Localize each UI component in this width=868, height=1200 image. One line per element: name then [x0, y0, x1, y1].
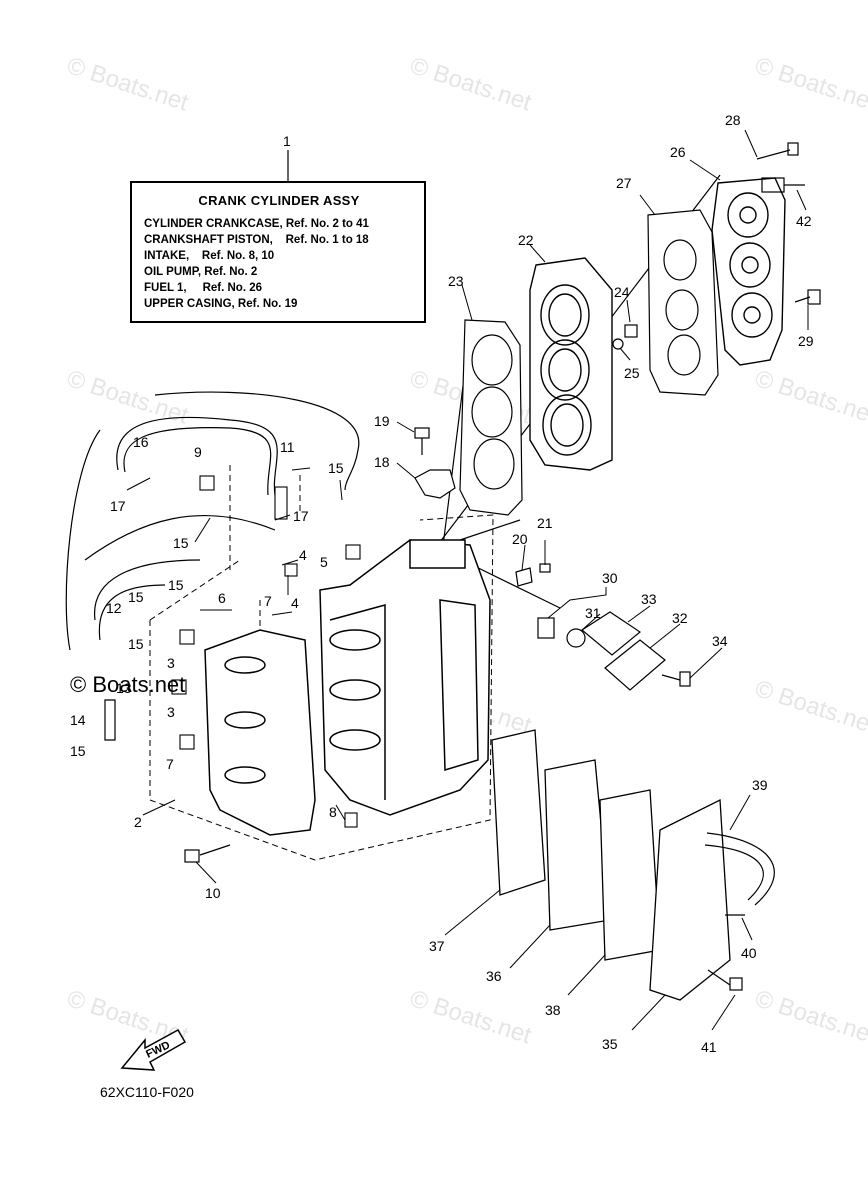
part-callout-29[interactable]: 29	[798, 333, 814, 349]
part-callout-16[interactable]: 16	[133, 434, 149, 450]
part-callout-3[interactable]: 3	[167, 704, 175, 720]
part-callout-15[interactable]: 15	[128, 636, 144, 652]
bolt-part	[184, 844, 231, 863]
part-callout-17[interactable]: 17	[110, 498, 126, 514]
part-callout-32[interactable]: 32	[672, 610, 688, 626]
part-callout-24[interactable]: 24	[614, 284, 630, 300]
part-callout-15[interactable]: 15	[70, 743, 86, 759]
part-callout-42[interactable]: 42	[796, 213, 812, 229]
part-callout-27[interactable]: 27	[616, 175, 632, 191]
reference-line: FUEL 1, Ref. No. 26	[144, 282, 263, 294]
part-callout-2[interactable]: 2	[134, 814, 142, 830]
part-callout-39[interactable]: 39	[752, 777, 768, 793]
part-callout-10[interactable]: 10	[205, 885, 221, 901]
crankcase-block-part	[319, 539, 491, 816]
part-callout-15[interactable]: 15	[128, 589, 144, 605]
crankcase-cover-part	[204, 629, 316, 836]
part-callout-35[interactable]: 35	[602, 1036, 618, 1052]
exhaust-cover-parts	[491, 729, 745, 1001]
part-callout-22[interactable]: 22	[518, 232, 534, 248]
part-callout-40[interactable]: 40	[741, 945, 757, 961]
part-callout-25[interactable]: 25	[624, 365, 640, 381]
clamp-part	[414, 469, 456, 499]
part-callout-4[interactable]: 4	[291, 595, 299, 611]
fwd-arrow-icon	[120, 1028, 187, 1071]
part-callout-18[interactable]: 18	[374, 454, 390, 470]
part-callout-28[interactable]: 28	[725, 112, 741, 128]
spark-plug-part	[761, 177, 805, 193]
part-callout-36[interactable]: 36	[486, 968, 502, 984]
reference-info-box: CRANK CYLINDER ASSY CYLINDER CRANKCASE, …	[130, 181, 426, 323]
part-callout-7[interactable]: 7	[264, 593, 272, 609]
part-callout-12[interactable]: 12	[106, 600, 122, 616]
part-callout-31[interactable]: 31	[585, 605, 601, 621]
part-callout-11[interactable]: 11	[280, 439, 295, 455]
part-callout-6[interactable]: 6	[218, 590, 226, 606]
part-callout-26[interactable]: 26	[670, 144, 686, 160]
cylinder-block-top-part	[529, 257, 613, 471]
part-callout-23[interactable]: 23	[448, 273, 464, 289]
part-callout-3[interactable]: 3	[167, 655, 175, 671]
part-callout-41[interactable]: 41	[701, 1039, 717, 1055]
part-callout-17[interactable]: 17	[293, 508, 309, 524]
reference-line: CRANKSHAFT PISTON, Ref. No. 1 to 18	[144, 234, 369, 246]
bolt-part	[794, 289, 821, 305]
part-callout-14[interactable]: 14	[70, 712, 86, 728]
water-hose-part	[704, 832, 775, 906]
cylinder-gasket-part	[459, 319, 523, 516]
part-callout-15[interactable]: 15	[168, 577, 184, 593]
part-callout-34[interactable]: 34	[712, 633, 728, 649]
thermostat-parts	[515, 563, 691, 691]
part-callout-8[interactable]: 8	[329, 804, 337, 820]
assembly-title: CRANK CYLINDER ASSY	[198, 193, 360, 208]
cylinder-head-part	[711, 177, 786, 366]
reference-line: CYLINDER CRANKCASE, Ref. No. 2 to 41	[144, 218, 369, 230]
part-callout-4[interactable]: 4	[299, 547, 307, 563]
bolt-part	[756, 142, 799, 160]
part-callout-13[interactable]: 13	[116, 680, 132, 696]
part-callout-37[interactable]: 37	[429, 938, 445, 954]
bolt-part	[707, 969, 743, 991]
part-callout-33[interactable]: 33	[641, 591, 657, 607]
part-callout-5[interactable]: 5	[320, 554, 328, 570]
hose-part	[65, 391, 360, 741]
part-callout-21[interactable]: 21	[537, 515, 553, 531]
part-callout-1[interactable]: 1	[283, 133, 291, 149]
drawing-number: 62XC110-F020	[100, 1084, 194, 1100]
head-gasket-part	[647, 209, 719, 396]
part-callout-38[interactable]: 38	[545, 1002, 561, 1018]
part-callout-20[interactable]: 20	[512, 531, 528, 547]
reference-line: OIL PUMP, Ref. No. 2	[144, 266, 258, 278]
part-callout-19[interactable]: 19	[374, 413, 390, 429]
fitting-part	[624, 324, 638, 338]
watermark: © Boats.net	[70, 672, 186, 697]
part-callout-15[interactable]: 15	[328, 460, 344, 476]
part-callout-15[interactable]: 15	[173, 535, 189, 551]
bolt-part	[414, 427, 430, 455]
washer-part	[612, 338, 624, 350]
part-callout-9[interactable]: 9	[194, 444, 202, 460]
reference-line: INTAKE, Ref. No. 8, 10	[144, 250, 275, 262]
part-callout-30[interactable]: 30	[602, 570, 618, 586]
reference-line: UPPER CASING, Ref. No. 19	[144, 298, 298, 310]
part-callout-7[interactable]: 7	[166, 756, 174, 772]
